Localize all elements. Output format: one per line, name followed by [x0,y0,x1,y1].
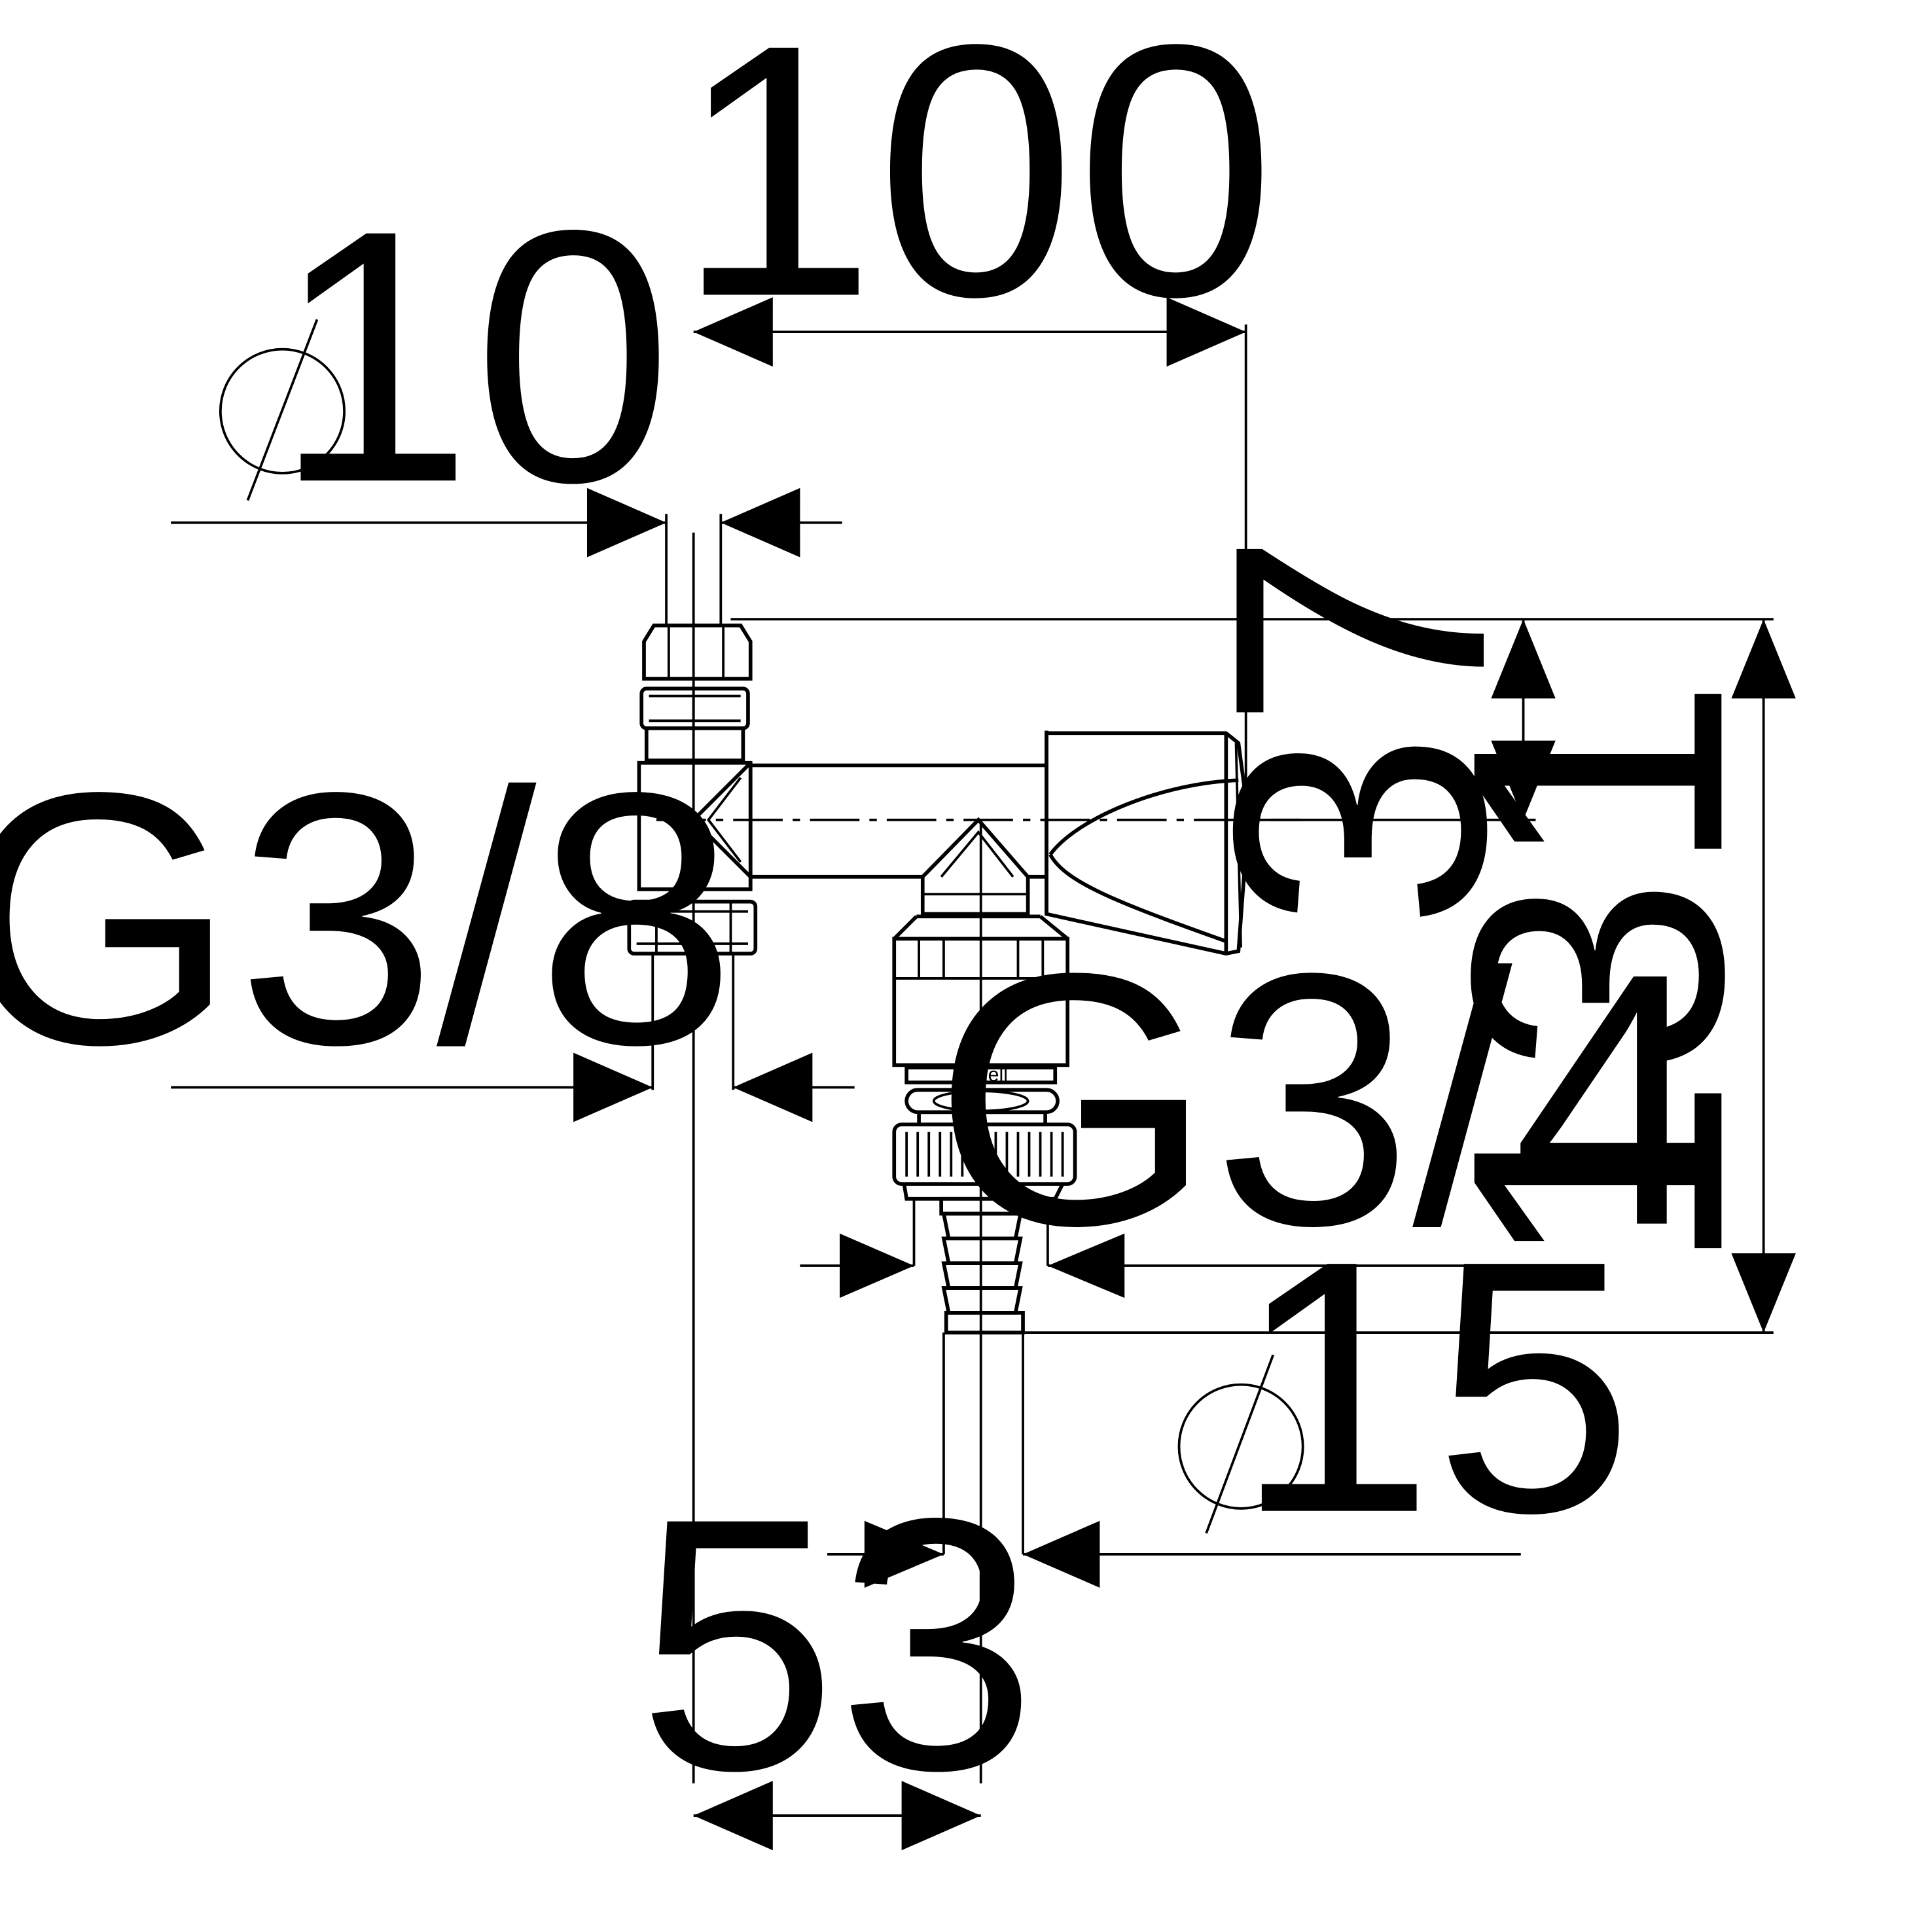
diameter-symbol-icon [219,319,346,501]
dimension-offset-bottom: 53 [637,1444,1037,1851]
dimension-total-height-label: 131 [1397,676,1798,1276]
inlet-cap-nut [642,623,753,681]
dimension-width-top: 100 [676,0,1276,371]
dimension-inlet-thread: G3/8 [0,718,855,1122]
dimension-inlet-diameter: 10 [171,156,842,558]
dimension-outlet-thread: G3/4 [800,899,1712,1300]
dimension-total-height: 131 [1397,619,1798,1333]
dimension-inlet-diameter-label: 10 [274,156,673,557]
dimension-offset-bottom-label: 53 [637,1444,1037,1845]
dimension-inlet-thread-label: G3/8 [0,718,736,1119]
valve-handle[interactable] [1045,731,1251,956]
dimension-hose-diameter: 15 [827,1187,1634,1588]
dimension-width-top-label: 100 [676,0,1276,371]
dimension-handle-height: 37 [1159,531,1560,930]
knurled-nut [892,1122,1077,1186]
hose-barb [939,1196,1025,1334]
dimension-outlet-thread-label: G3/4 [933,899,1712,1300]
dimension-hose-diameter-label: 15 [1234,1187,1634,1588]
diameter-symbol-icon [1177,1354,1304,1534]
dimension-handle-height-label: 37 [1159,531,1560,930]
